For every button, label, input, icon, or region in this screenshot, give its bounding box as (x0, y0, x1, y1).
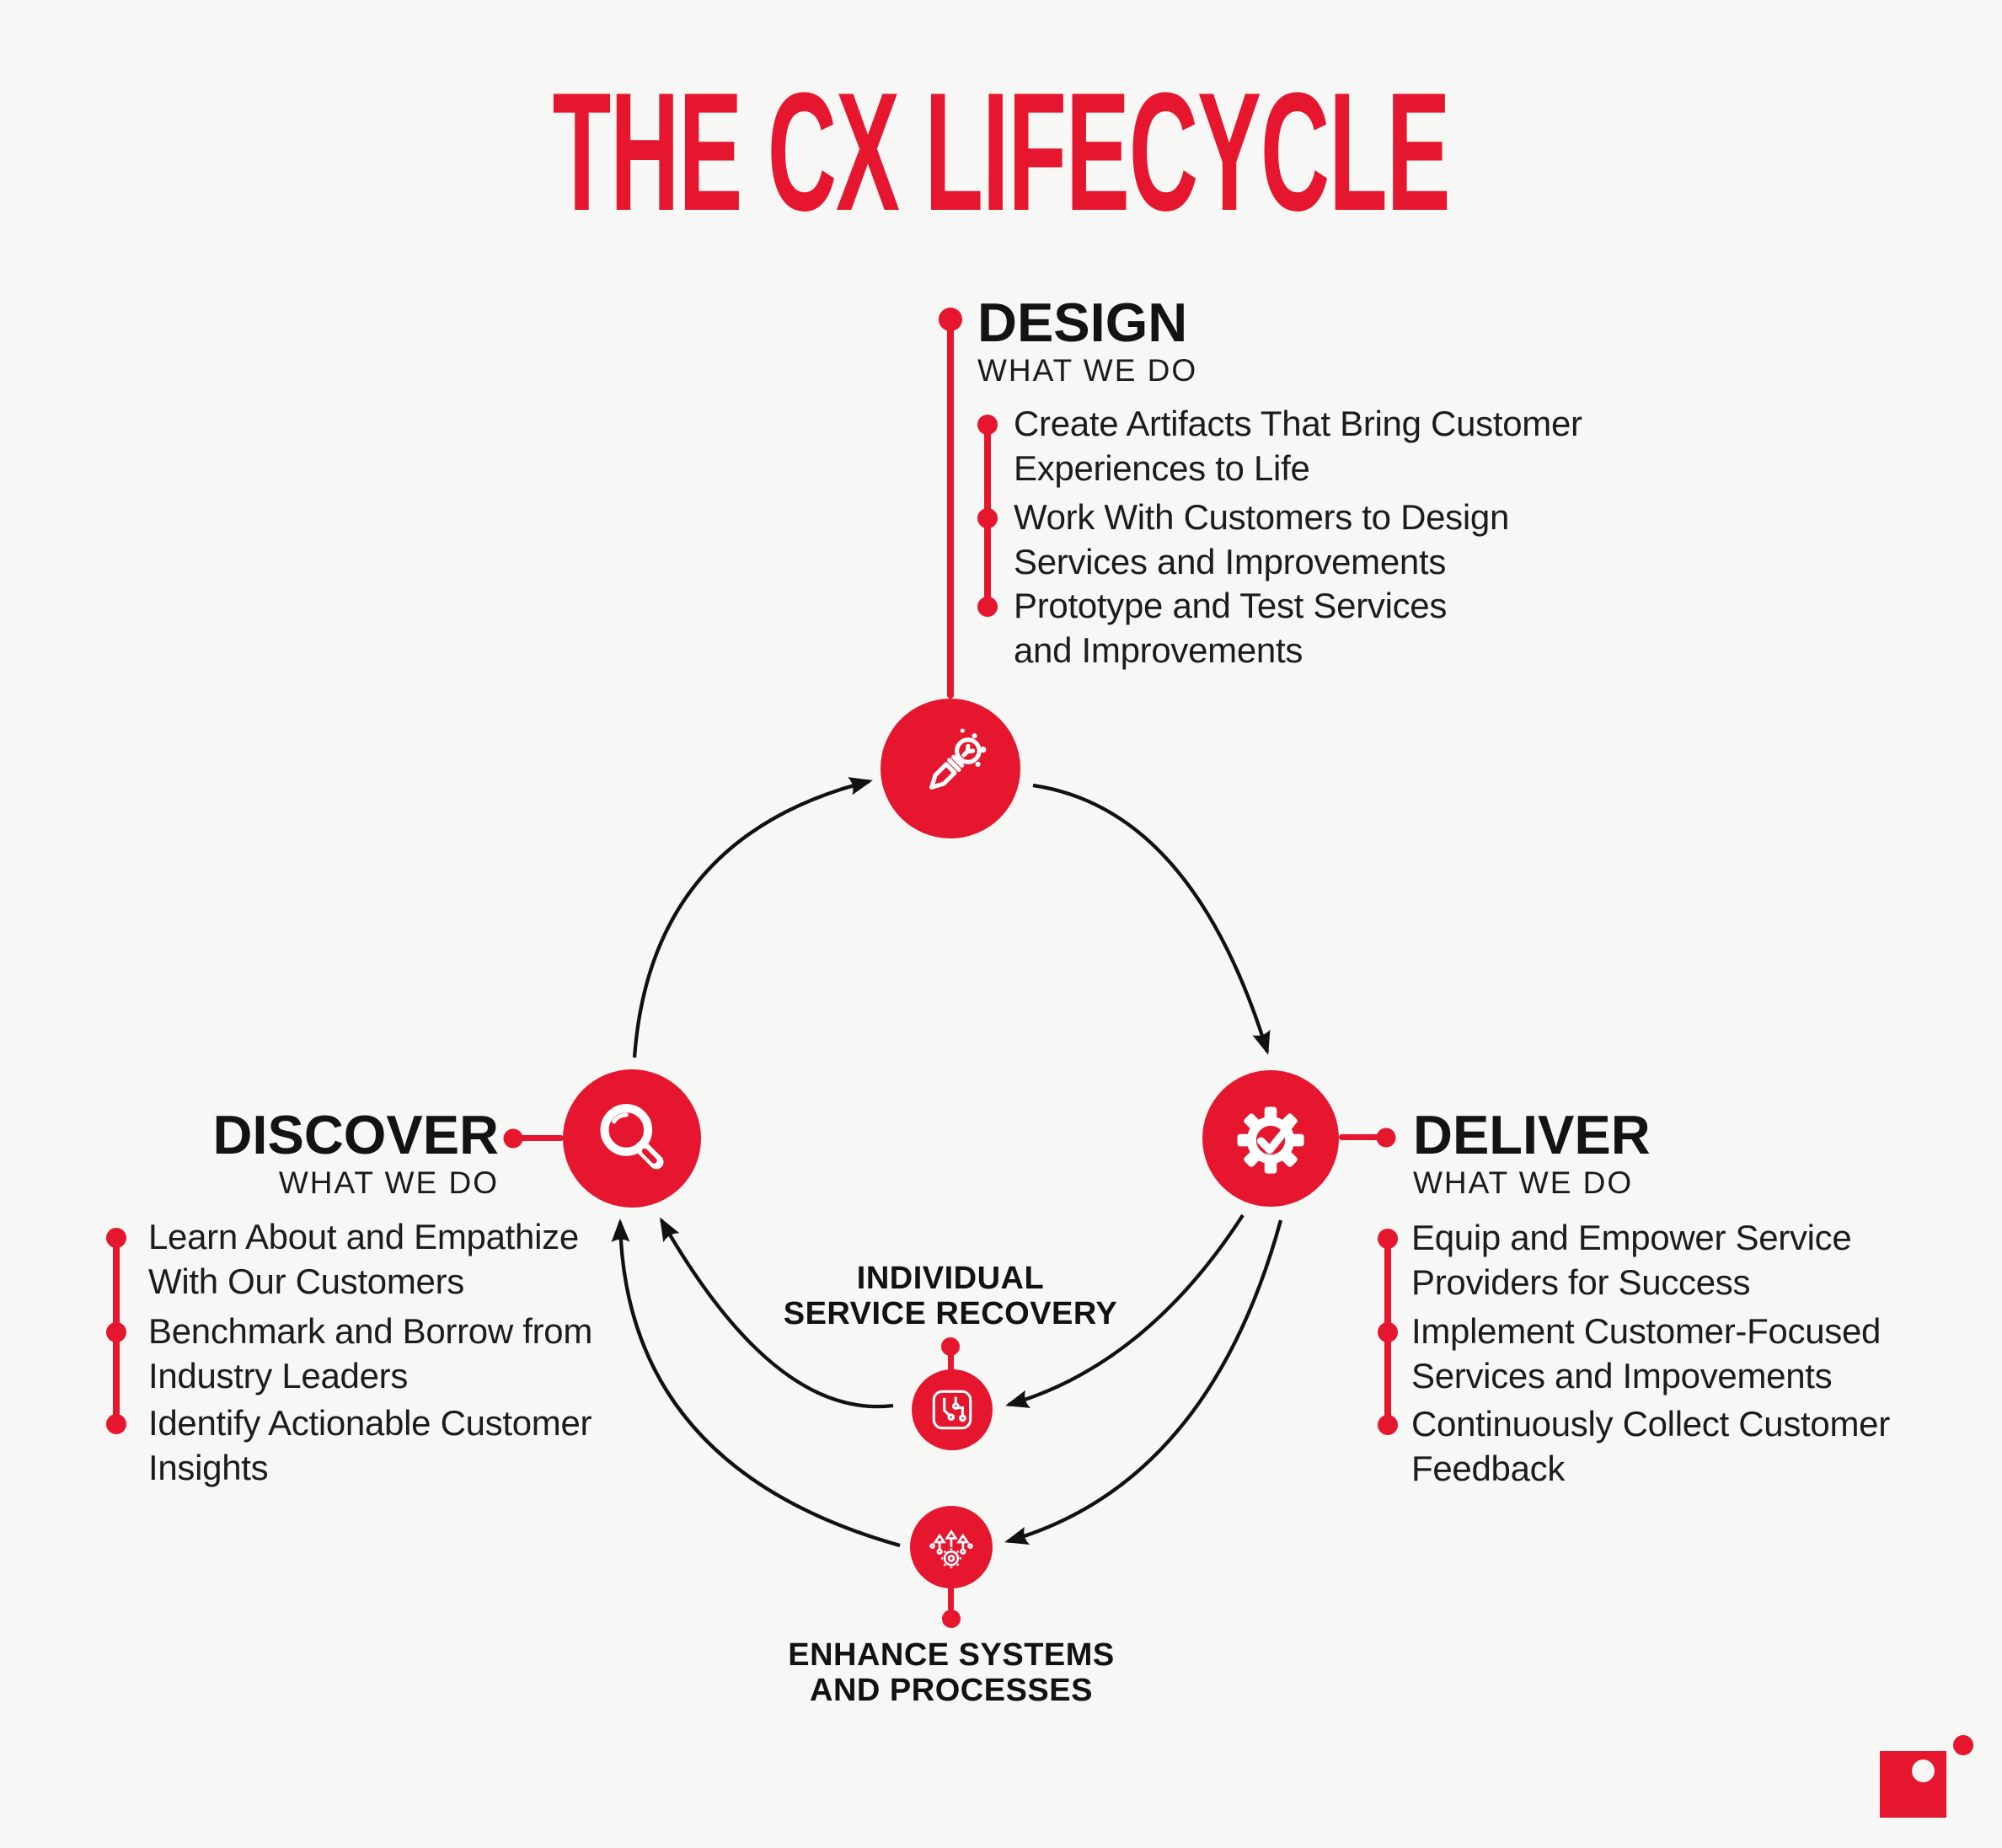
discover-bullet-1: Learn About and Empathize With Our Custo… (148, 1217, 579, 1301)
design-subheading: WHAT WE DO (977, 353, 1198, 388)
enhance-label: ENHANCE SYSTEMS AND PROCESSES (788, 1637, 1115, 1708)
brand-logo-square (1880, 1751, 1946, 1818)
deliver-heading-block: DELIVER WHAT WE DO (1413, 1107, 1651, 1198)
discover-bullet-3: Identify Actionable Customer Insights (148, 1403, 592, 1487)
bullet-dot (977, 597, 998, 617)
enhance-node (910, 1506, 993, 1588)
deliver-heading: DELIVER (1413, 1104, 1651, 1165)
service-recovery-node (912, 1369, 993, 1450)
discover-heading: DISCOVER (212, 1104, 499, 1165)
bullet-dot (977, 508, 998, 528)
discover-heading-block: DISCOVER WHAT WE DO (212, 1107, 499, 1198)
design-heading: DESIGN (977, 292, 1188, 353)
bullet-dot (977, 415, 998, 435)
deliver-stem-line (1339, 1134, 1387, 1140)
design-bullet-3: Prototype and Test Services and Improvem… (1014, 586, 1448, 670)
bullet-dot (106, 1228, 126, 1248)
discover-node (563, 1069, 701, 1208)
design-bullet-1: Create Artifacts That Bring Customer Exp… (1014, 404, 1582, 488)
arrow-discover-to-design (632, 777, 873, 1058)
discover-stem-line (513, 1135, 564, 1141)
bullet-dot (106, 1414, 126, 1434)
bullet-dot (1378, 1229, 1398, 1249)
circuit-board-icon (932, 1390, 972, 1430)
magnifying-glass-icon (600, 1104, 664, 1170)
design-node (881, 699, 1020, 838)
gear-checkmark-icon (1237, 1106, 1304, 1174)
service-recovery-stem-dot (941, 1337, 960, 1356)
deliver-bullet-2: Implement Customer-Focused Services and … (1411, 1311, 1882, 1395)
brand-logo-dot (1953, 1735, 1973, 1755)
deliver-node (1202, 1070, 1339, 1207)
bullet-dot (1378, 1322, 1398, 1342)
deliver-subheading: WHAT WE DO (1413, 1165, 1634, 1200)
enhance-stem-dot (942, 1610, 961, 1628)
growth-arrows-gear-icon (929, 1529, 973, 1569)
brand-logo-hole (1912, 1760, 1935, 1782)
bullet-dot (1378, 1415, 1398, 1435)
pencil-lightbulb-icon (929, 728, 987, 790)
discover-bullet-2: Benchmark and Borrow from Industry Leade… (148, 1311, 593, 1395)
bullet-dot (106, 1322, 126, 1342)
title-wrap: THE CX LIFECYCLE (0, 68, 2002, 237)
deliver-bullet-3: Continuously Collect Customer Feedback (1411, 1404, 1890, 1488)
page-title: THE CX LIFECYCLE (552, 58, 1451, 246)
design-stem-line (947, 319, 954, 699)
discover-subheading: WHAT WE DO (278, 1165, 499, 1200)
design-bullet-2: Work With Customers to Design Services a… (1014, 497, 1510, 581)
enhance-stem-line (948, 1586, 954, 1611)
design-heading-block: DESIGN WHAT WE DO (977, 295, 1197, 386)
deliver-bullet-1: Equip and Empower Service Providers for … (1411, 1218, 1852, 1302)
service-recovery-stem-line (948, 1351, 954, 1374)
service-recovery-label: INDIVIDUAL SERVICE RECOVERY (783, 1261, 1118, 1331)
arrow-design-to-deliver (1032, 783, 1271, 1055)
